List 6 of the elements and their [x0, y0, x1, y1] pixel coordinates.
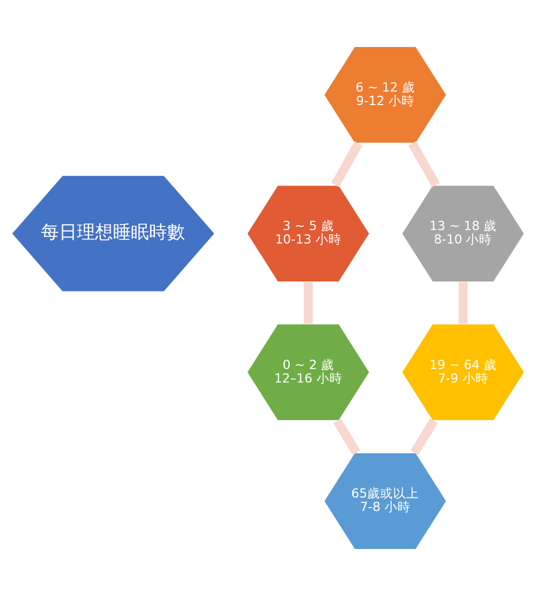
connector — [410, 418, 438, 455]
connector — [408, 140, 440, 187]
connector — [331, 140, 362, 187]
connector — [304, 281, 313, 324]
connector — [333, 418, 360, 454]
connector — [458, 281, 468, 324]
